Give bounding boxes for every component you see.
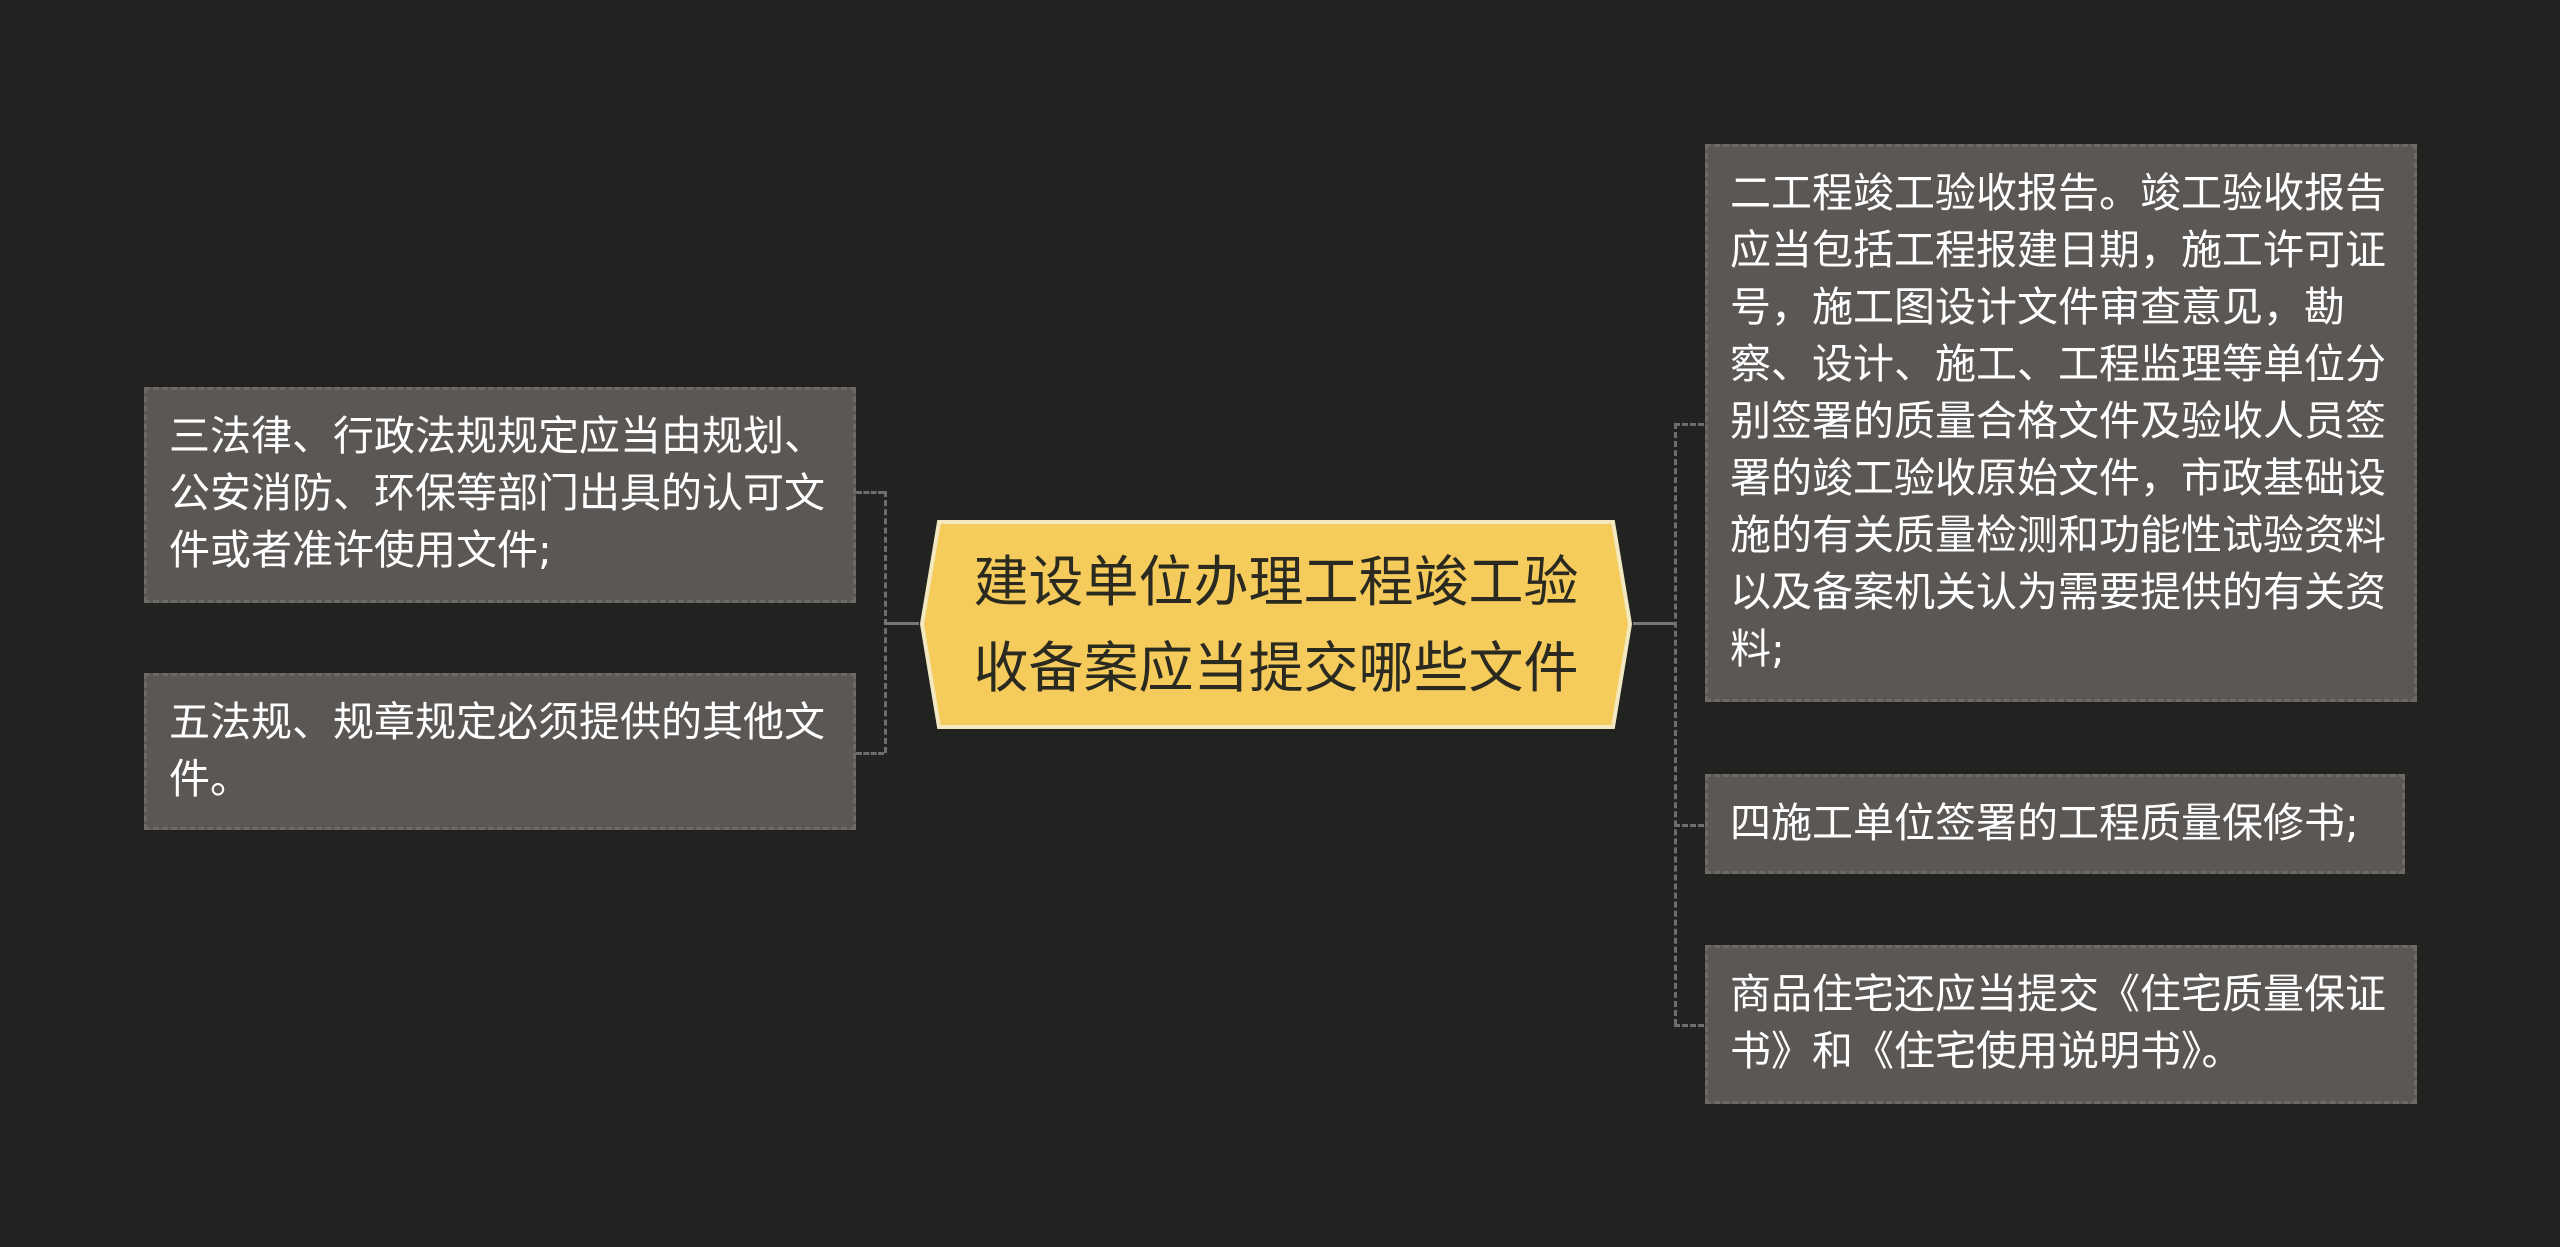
right-node[interactable]: 四施工单位签署的工程质量保修书; bbox=[1705, 774, 2405, 874]
right-connector-branch bbox=[1674, 423, 1704, 426]
root-node-shape bbox=[919, 520, 1633, 729]
left-connector-branch bbox=[856, 491, 884, 494]
left-node[interactable]: 五法规、规章规定必须提供的其他文件。 bbox=[144, 673, 856, 830]
right-node[interactable]: 二工程竣工验收报告。竣工验收报告应当包括工程报建日期，施工许可证号，施工图设计文… bbox=[1705, 144, 2417, 702]
right-connector-trunk bbox=[1674, 423, 1677, 1025]
left-node[interactable]: 三法律、行政法规规定应当由规划、公安消防、环保等部门出具的认可文件或者准许使用文… bbox=[144, 387, 856, 603]
left-connector-stem bbox=[884, 622, 919, 625]
right-connector-stem bbox=[1633, 622, 1674, 625]
root-node-title: 建设单位办理工程竣工验收备案应当提交哪些文件 bbox=[973, 550, 1579, 700]
left-connector-branch bbox=[856, 752, 884, 755]
node-text: 五法规、规章规定必须提供的其他文件。 bbox=[169, 698, 825, 803]
node-text: 四施工单位签署的工程质量保修书; bbox=[1730, 799, 2359, 847]
node-text: 商品住宅还应当提交《住宅质量保证书》和《住宅使用说明书》。 bbox=[1730, 970, 2386, 1075]
node-text: 二工程竣工验收报告。竣工验收报告应当包括工程报建日期，施工许可证号，施工图设计文… bbox=[1730, 169, 2386, 673]
right-node[interactable]: 商品住宅还应当提交《住宅质量保证书》和《住宅使用说明书》。 bbox=[1705, 945, 2417, 1104]
right-connector-branch bbox=[1674, 824, 1704, 827]
node-text: 三法律、行政法规规定应当由规划、公安消防、环保等部门出具的认可文件或者准许使用文… bbox=[169, 412, 825, 574]
root-node[interactable]: 建设单位办理工程竣工验收备案应当提交哪些文件 bbox=[919, 519, 1633, 730]
right-connector-branch bbox=[1674, 1024, 1704, 1027]
